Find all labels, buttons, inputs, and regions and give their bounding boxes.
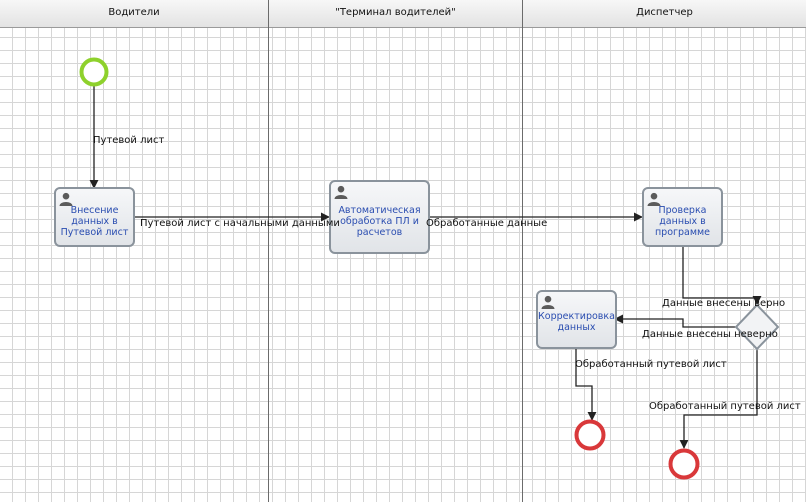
edge-label-processed-waybill-1: Обработанный путевой лист xyxy=(575,359,727,370)
task-label: Корректировка данных xyxy=(538,310,615,333)
task-enter-data[interactable]: Внесение данных в Путевой лист xyxy=(54,187,135,247)
edge-label-processed-waybill-2: Обработанный путевой лист xyxy=(649,401,801,412)
task-auto-processing[interactable]: Автоматическая обработка ПЛ и расчетов xyxy=(329,180,430,254)
end-event-1[interactable] xyxy=(574,419,606,451)
edge-label-processed-data: Обработанные данные xyxy=(426,218,548,229)
flow-gateway-to-end[interactable] xyxy=(679,350,758,449)
lane-divider-2 xyxy=(522,0,523,502)
edge-label-waybill-initial: Путевой лист с начальными данными xyxy=(140,218,340,229)
lane-divider-1 xyxy=(268,0,269,502)
task-correct-data[interactable]: Корректировка данных xyxy=(536,290,617,349)
lane-title-terminal: "Терминал водителей" xyxy=(335,7,456,18)
end-event-2[interactable] xyxy=(668,448,700,480)
edge-label-data-incorrect: Данные внесены неверно xyxy=(642,329,778,340)
user-icon xyxy=(647,192,661,206)
task-label: Автоматическая обработка ПЛ и расчетов xyxy=(338,204,421,238)
task-check-data[interactable]: Проверка данных в программе xyxy=(642,187,723,247)
lane-header-dispatcher: Диспетчер xyxy=(523,0,806,28)
user-icon xyxy=(334,185,348,199)
user-icon xyxy=(59,192,73,206)
user-icon xyxy=(541,295,555,309)
task-label: Проверка данных в программе xyxy=(654,204,711,238)
lane-header-drivers: Водители xyxy=(0,0,268,28)
edge-label-data-correct: Данные внесены верно xyxy=(662,298,786,309)
flow-gateway-to-correct[interactable] xyxy=(614,314,738,328)
flow-check-to-gateway[interactable] xyxy=(682,246,762,305)
start-event[interactable] xyxy=(79,57,109,87)
flow-correct-to-end[interactable] xyxy=(575,348,597,421)
lane-header-terminal: "Терминал водителей" xyxy=(269,0,522,28)
exclusive-gateway[interactable] xyxy=(734,303,780,351)
task-label: Внесение данных в Путевой лист xyxy=(60,204,129,238)
lane-title-dispatcher: Диспетчер xyxy=(636,7,693,18)
lane-title-drivers: Водители xyxy=(108,7,160,18)
edge-label-waybill: Путевой лист xyxy=(93,135,165,146)
